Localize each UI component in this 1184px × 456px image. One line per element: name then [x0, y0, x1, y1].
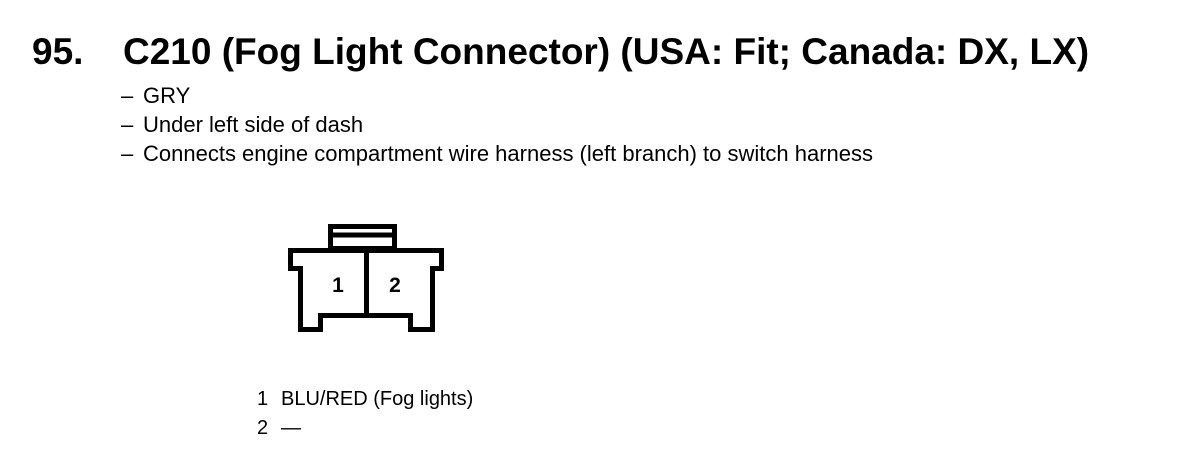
detail-color: –GRY [121, 81, 873, 110]
cavity-label-2: 2 [389, 274, 401, 297]
pin-row: 2— [257, 414, 473, 443]
connector-face-drawing: 1 2 [288, 224, 444, 332]
cavity-label-1: 1 [332, 274, 344, 297]
connector-details: –GRY –Under left side of dash –Connects … [121, 81, 873, 168]
detail-location: –Under left side of dash [121, 110, 873, 139]
pin-description: BLU/RED (Fog lights) [281, 388, 474, 410]
bullet-dash: – [121, 112, 134, 137]
detail-text: GRY [143, 83, 191, 108]
connector-diagram: 1 2 [286, 222, 448, 336]
connector-title: C210 (Fog Light Connector) (USA: Fit; Ca… [123, 31, 1090, 72]
connector-housing [288, 248, 444, 332]
pin-number: 2 [257, 417, 269, 439]
bullet-dash: – [121, 83, 134, 108]
bullet-dash: – [121, 141, 134, 166]
detail-text: Connects engine compartment wire harness… [143, 141, 874, 166]
pin-row: 1 BLU/RED (Fog lights) [257, 385, 473, 414]
detail-connects: –Connects engine compartment wire harnes… [121, 139, 873, 168]
detail-text: Under left side of dash [143, 112, 364, 137]
pin-description: — [281, 417, 301, 439]
section-number: 95. [32, 31, 84, 72]
pin-number: 1 [257, 388, 269, 410]
